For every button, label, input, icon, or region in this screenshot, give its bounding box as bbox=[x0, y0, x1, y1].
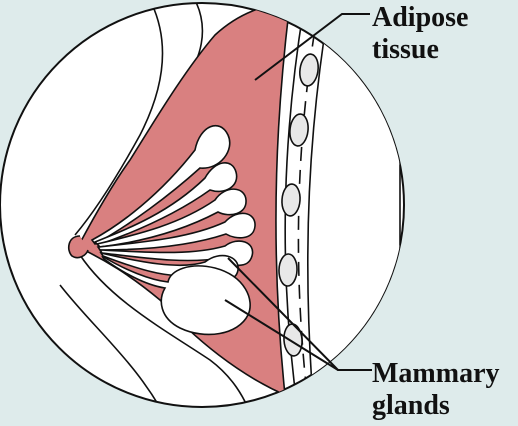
adipose-label-line-2: tissue bbox=[372, 34, 468, 66]
glands-label-line-2: glands bbox=[372, 390, 500, 422]
mammary-glands-label: Mammary glands bbox=[372, 358, 500, 422]
glands-label-line-1: Mammary bbox=[372, 358, 500, 390]
adipose-tissue-label: Adipose tissue bbox=[372, 2, 468, 66]
adipose-label-line-1: Adipose bbox=[372, 2, 468, 34]
rib-cross-section bbox=[278, 254, 297, 287]
